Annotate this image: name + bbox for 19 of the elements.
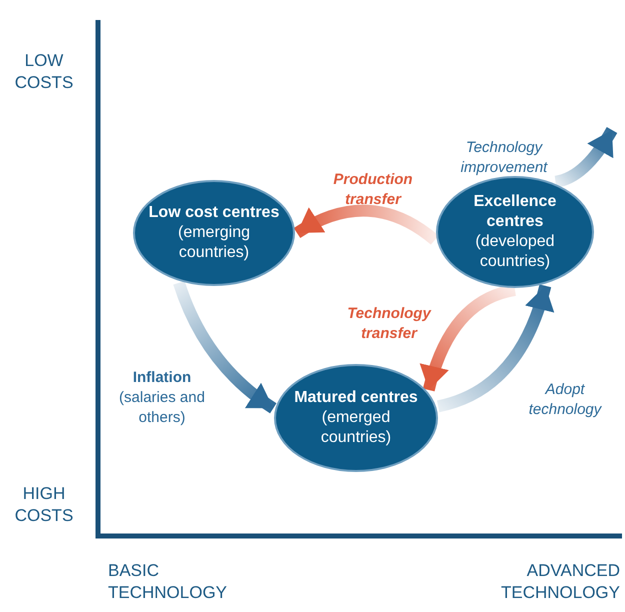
node-heading: Excellence centres <box>472 192 558 232</box>
axis-label: BASIC TECHNOLOGY <box>108 560 228 604</box>
node-subtext: (emerging countries) <box>176 223 252 263</box>
edge-label: Inflation (salaries and others) <box>118 368 206 428</box>
edge-label: Adopt technology <box>528 380 603 420</box>
curved-arrow <box>436 284 554 412</box>
node-heading: Matured centres <box>293 388 419 408</box>
node-subtext: (emerged countries) <box>320 408 392 448</box>
axis-label: ADVANCED TECHNOLOGY <box>500 560 620 604</box>
curved-arrow <box>173 280 277 414</box>
edge-label: Technology improvement <box>460 138 549 178</box>
axis-label: HIGH COSTS <box>14 483 74 527</box>
curved-arrow <box>294 204 438 245</box>
edge-label: Production transfer <box>332 170 414 210</box>
curved-arrow <box>554 126 618 188</box>
node-heading: Low cost centres <box>148 203 280 223</box>
axis-label: LOW COSTS <box>14 50 74 94</box>
node-subtext: (developed countries) <box>474 232 556 272</box>
edge-label: Technology transfer <box>346 304 432 344</box>
